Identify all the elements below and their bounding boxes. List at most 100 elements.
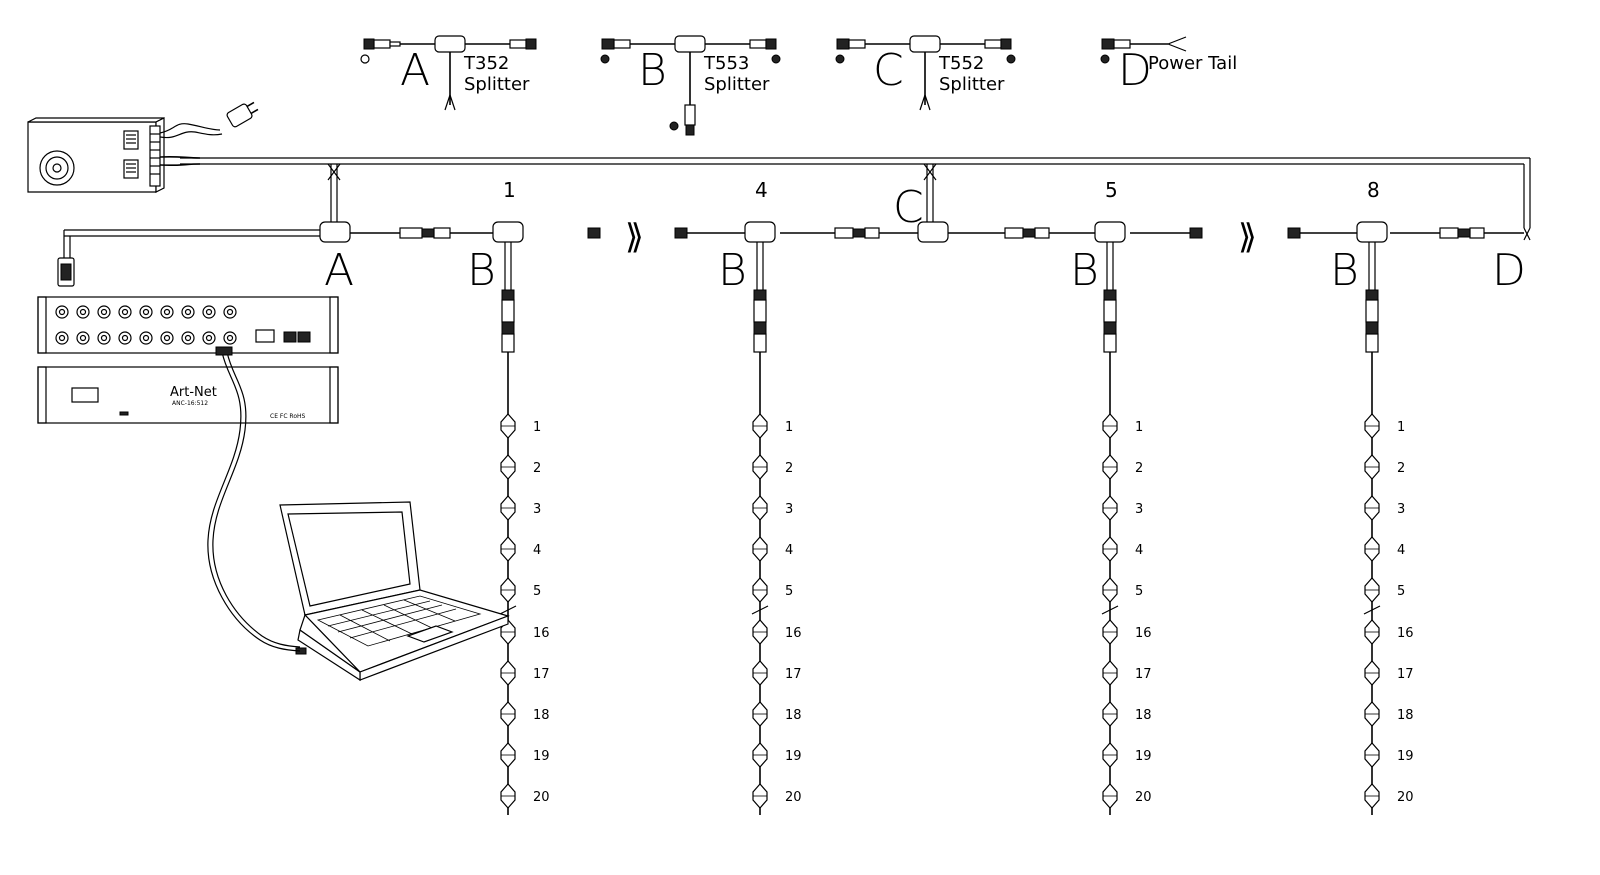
legend-desc-d: Power Tail <box>1148 53 1237 74</box>
pixel-number: 1 <box>533 420 541 435</box>
pixel-number: 2 <box>1135 461 1143 476</box>
label-b-strand-4: B <box>718 245 747 296</box>
legend-letter-d: D <box>1118 45 1152 96</box>
drop-connector-icon <box>501 289 515 301</box>
power-trunk-line <box>180 157 1531 228</box>
dmx-port-icon <box>139 331 153 345</box>
splitter-b <box>1094 221 1126 243</box>
pixel-number: 4 <box>1135 543 1143 558</box>
pixel-number: 17 <box>785 667 802 682</box>
pixel-number: 4 <box>1397 543 1405 558</box>
legend-model-c: T552 <box>938 53 984 74</box>
dmx-port-icon <box>118 331 132 345</box>
break-symbol-1: ⟫ <box>625 217 644 257</box>
splitter-b <box>492 221 524 243</box>
pixel-number: 20 <box>1397 790 1414 805</box>
pixel-number: 16 <box>533 626 550 641</box>
pixel-number: 2 <box>785 461 793 476</box>
label-b-strand-5: B <box>1070 245 1099 296</box>
pixel-number: 4 <box>533 543 541 558</box>
pixel-number: 19 <box>1135 749 1152 764</box>
pixel-number: 4 <box>785 543 793 558</box>
legend-c: C T552 Splitter <box>835 35 1016 111</box>
rack-rj45-port-2 <box>297 331 311 343</box>
legend-desc-c: Splitter <box>939 74 1005 95</box>
pixel-number: 17 <box>1397 667 1414 682</box>
dmx-port-icon <box>160 305 174 319</box>
legend-d: D Power Tail <box>1100 36 1237 96</box>
controller-model: ANC-16:512 <box>172 400 208 407</box>
drop-connector-icon <box>1103 289 1117 301</box>
pixel-number: 18 <box>533 708 550 723</box>
label-d: D <box>1492 245 1526 296</box>
rack-ports <box>55 305 237 345</box>
strand-number: 5 <box>1105 178 1118 202</box>
dmx-port-icon <box>223 305 237 319</box>
dmx-port-icon <box>181 305 195 319</box>
pixel-number: 3 <box>1397 502 1405 517</box>
label-c: C <box>893 182 924 233</box>
pixel-number: 5 <box>1135 584 1143 599</box>
pixel-number: 1 <box>1135 420 1143 435</box>
pixel-number: 18 <box>1397 708 1414 723</box>
pixel-number: 17 <box>533 667 550 682</box>
pixel-number: 16 <box>785 626 802 641</box>
strand-number: 1 <box>503 178 516 202</box>
pixel-number: 5 <box>785 584 793 599</box>
drop-connector-icon <box>753 289 767 301</box>
pixel-number: 20 <box>1135 790 1152 805</box>
splitter-b <box>744 221 776 243</box>
splitter-c <box>917 221 949 243</box>
legend-a: A T352 Splitter <box>360 35 537 111</box>
terminal-block <box>149 125 161 187</box>
legend-desc-b: Splitter <box>704 74 770 95</box>
pixel-number: 18 <box>785 708 802 723</box>
signal-line: ⟫ ⟫ <box>57 217 1531 287</box>
pixel-number: 5 <box>533 584 541 599</box>
pixel-number: 20 <box>533 790 550 805</box>
dmx-port-icon <box>160 331 174 345</box>
rack-display <box>255 329 275 343</box>
pixel-number: 16 <box>1135 626 1152 641</box>
pixel-number: 17 <box>1135 667 1152 682</box>
legend-model-a: T352 <box>463 53 509 74</box>
pixel-number: 1 <box>785 420 793 435</box>
ac-plug-icon <box>226 101 259 128</box>
dmx-port-icon <box>202 305 216 319</box>
pixel-number: 2 <box>1397 461 1405 476</box>
controller-lcd <box>71 387 99 403</box>
pixel-number: 3 <box>533 502 541 517</box>
pixel-number: 19 <box>1397 749 1414 764</box>
dmx-port-icon <box>55 305 69 319</box>
pixel-number: 1 <box>1397 420 1405 435</box>
pixel-number: 3 <box>1135 502 1143 517</box>
laptop-keyboard <box>316 595 482 647</box>
power-supply <box>27 101 259 193</box>
dmx-port-icon <box>181 331 195 345</box>
art-net-controller: Art-Net ANC-16:512 CE FC RoHS <box>37 366 339 424</box>
dmx-output-rack <box>37 296 339 354</box>
break-symbol-2: ⟫ <box>1238 217 1257 257</box>
controller-name: Art-Net <box>170 385 217 400</box>
legend-letter-a: A <box>400 45 430 96</box>
label-b-strand-1: B <box>467 245 496 296</box>
dmx-port-icon <box>76 331 90 345</box>
pixel-number: 16 <box>1397 626 1414 641</box>
legend-letter-c: C <box>873 45 904 96</box>
legend-letter-b: B <box>638 45 667 96</box>
dmx-port-icon <box>118 305 132 319</box>
legend-b: B T553 Splitter <box>600 35 781 136</box>
legend-model-b: T553 <box>703 53 749 74</box>
dmx-port-icon <box>97 331 111 345</box>
strand-number: 8 <box>1367 178 1380 202</box>
dmx-port-icon <box>55 331 69 345</box>
pixel-number: 18 <box>1135 708 1152 723</box>
ethernet-cable <box>207 351 301 652</box>
laptop <box>279 501 510 682</box>
strand-5: 5 1 2 3 4 5 16 17 18 19 20 <box>1094 178 1152 815</box>
strands: 1123451617181920412345161718192051234516… <box>492 178 1414 815</box>
pixel-number: 5 <box>1397 584 1405 599</box>
dmx-port-icon <box>202 331 216 345</box>
